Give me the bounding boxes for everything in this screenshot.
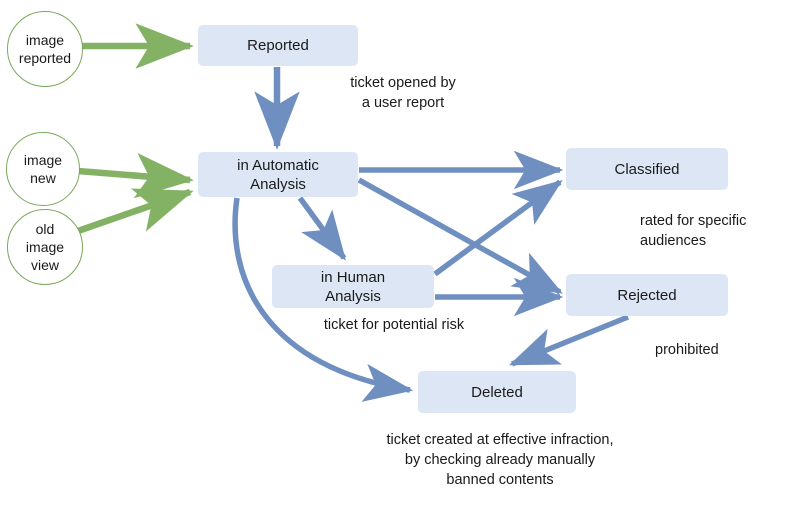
annotation-prohibited: prohibited — [655, 342, 719, 358]
node-in-human-analysis-label: in Human Analysis — [320, 268, 386, 305]
node-old-image-view[interactable]: old image view — [7, 209, 83, 285]
node-image-new[interactable]: image new — [6, 132, 80, 206]
edge-old-image-view-to-automatic — [76, 188, 194, 235]
node-deleted[interactable]: Deleted — [418, 371, 576, 413]
node-classified[interactable]: Classified — [566, 148, 728, 190]
node-rejected-label: Rejected — [617, 286, 677, 304]
annotation-ticket-potential-risk: ticket for potential risk — [323, 317, 465, 333]
node-image-reported-label: image reported — [18, 32, 72, 66]
node-old-image-view-label: old image view — [25, 221, 65, 273]
node-image-reported[interactable]: image reported — [7, 11, 83, 87]
node-in-automatic-analysis[interactable]: in Automatic Analysis — [198, 152, 358, 197]
annotation-ticket-opened: ticket opened by a user report — [350, 75, 456, 111]
node-reported[interactable]: Reported — [198, 25, 358, 66]
annotation-ticket-created-infraction: ticket created at effective infraction, … — [386, 432, 614, 488]
edge-human-to-classified — [433, 179, 563, 277]
node-image-new-label: image new — [23, 152, 63, 186]
annotation-rated-for-audiences: rated for specific audiences — [640, 213, 747, 249]
edge-image-new-to-automatic — [77, 152, 194, 199]
edge-automatic-to-rejected — [357, 177, 563, 295]
node-deleted-label: Deleted — [471, 383, 523, 401]
edge-rejected-to-deleted — [508, 314, 630, 367]
node-classified-label: Classified — [614, 160, 680, 178]
edge-automatic-to-deleted — [232, 197, 414, 402]
node-in-human-analysis[interactable]: in Human Analysis — [272, 265, 434, 308]
node-rejected[interactable]: Rejected — [566, 274, 728, 316]
node-reported-label: Reported — [247, 37, 309, 54]
node-in-automatic-analysis-label: in Automatic Analysis — [237, 156, 319, 193]
edge-automatic-to-human — [297, 196, 347, 261]
